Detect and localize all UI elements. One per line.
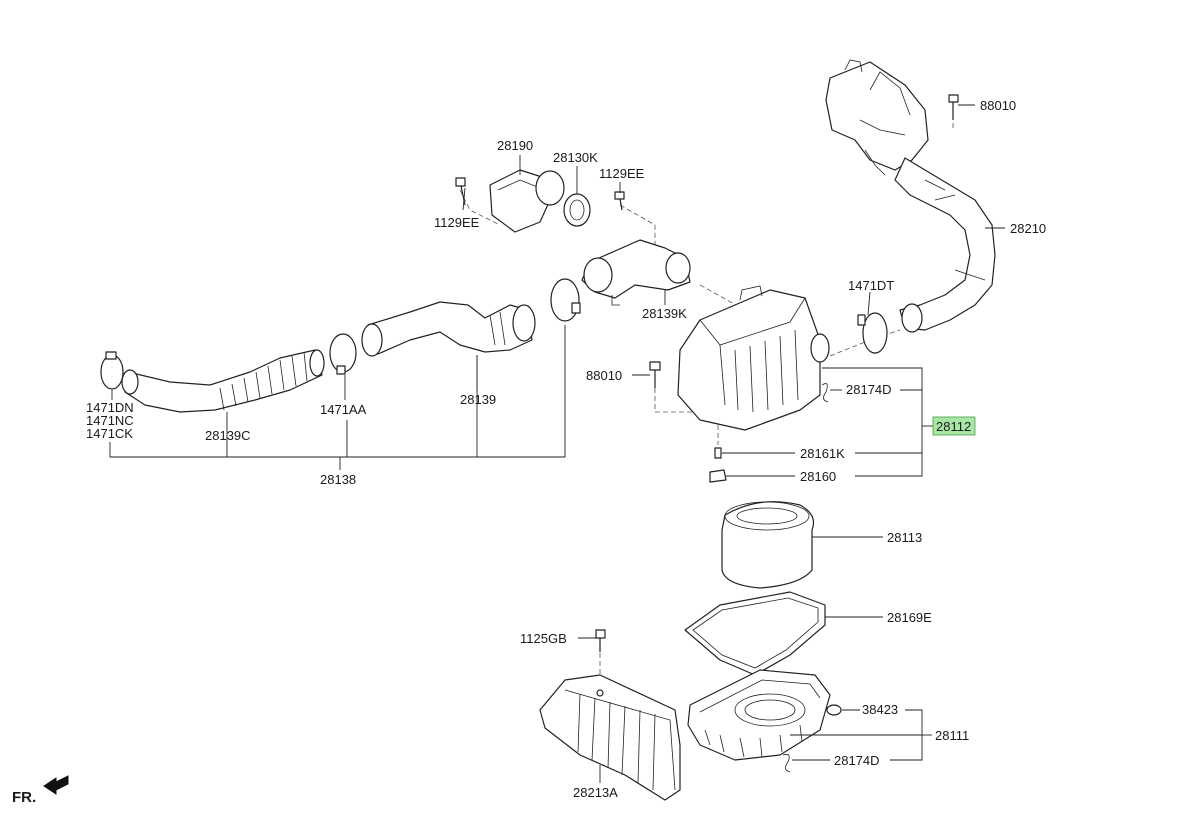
label-28139K[interactable]: 28139K [642, 306, 687, 321]
label-88010-top[interactable]: 88010 [980, 98, 1016, 113]
label-1471NC[interactable]: 1471NC [86, 413, 134, 428]
label-1471AA[interactable]: 1471AA [320, 402, 367, 417]
intake-hose-28139[interactable] [361, 301, 536, 357]
label-28169E[interactable]: 28169E [887, 610, 932, 625]
clamp-1471DN[interactable] [100, 351, 124, 390]
label-28112[interactable]: 28112 [936, 419, 971, 434]
clip-28174D-upper[interactable] [821, 383, 829, 403]
front-direction-label: FR. [12, 789, 36, 806]
label-1129EE-left[interactable]: 1129EE [434, 215, 480, 230]
clamp-1471-right-small[interactable] [550, 278, 581, 322]
part-labels: 88010 28210 28190 28130K 1129EE 1129EE 1… [86, 98, 1046, 800]
label-28111[interactable]: 28111 [935, 728, 969, 743]
bracket-28213A[interactable] [539, 674, 681, 801]
label-88010-side[interactable]: 88010 [586, 368, 622, 383]
label-28174D-lower[interactable]: 28174D [834, 753, 880, 768]
label-1471CK[interactable]: 1471CK [86, 426, 133, 441]
label-28160[interactable]: 28160 [800, 469, 836, 484]
label-28139[interactable]: 28139 [460, 392, 496, 407]
front-arrow-icon [43, 775, 69, 795]
bolt-1125GB[interactable] [595, 629, 606, 652]
label-1125GB[interactable]: 1125GB [520, 631, 567, 646]
sensor-28190-part[interactable] [489, 169, 565, 233]
filter-element-28113[interactable] [721, 501, 815, 589]
label-28113[interactable]: 28113 [887, 530, 922, 545]
clip-28174D-lower[interactable] [782, 753, 791, 773]
bolt-88010-side[interactable] [649, 361, 661, 388]
label-1471DT[interactable]: 1471DT [848, 278, 894, 293]
bolt-1129EE-right[interactable] [614, 191, 625, 211]
elbow-28139K-part[interactable] [581, 239, 691, 306]
label-1129EE-right[interactable]: 1129EE [599, 166, 645, 181]
label-28213A[interactable]: 28213A [573, 785, 618, 800]
resonator-duct-part[interactable] [825, 59, 996, 333]
bolt-1129EE-left[interactable] [455, 177, 466, 206]
label-28138[interactable]: 28138 [320, 472, 356, 487]
corrugated-hose-28139C[interactable] [121, 349, 325, 413]
label-28174D-upper[interactable]: 28174D [846, 382, 892, 397]
label-28190[interactable]: 28190 [497, 138, 533, 153]
clip-38423[interactable] [826, 704, 842, 716]
leader-lines [109, 104, 1005, 783]
air-cleaner-cover-28112[interactable] [677, 285, 830, 431]
clamp-1471DT[interactable] [857, 312, 888, 354]
bolt-88010-top[interactable] [948, 94, 959, 120]
gasket-28169E[interactable] [684, 591, 826, 676]
label-28210[interactable]: 28210 [1010, 221, 1046, 236]
clamp-1471AA[interactable] [329, 333, 357, 375]
grommet-28160[interactable] [709, 469, 727, 483]
pin-28161K[interactable] [714, 447, 722, 459]
label-28112-highlight [932, 416, 976, 436]
air-cleaner-lower-case-28111[interactable] [687, 669, 831, 761]
label-28130K[interactable]: 28130K [553, 150, 598, 165]
front-direction-marker: FR. [12, 775, 69, 806]
label-28139C[interactable]: 28139C [205, 428, 251, 443]
seal-ring-28130K[interactable] [563, 193, 591, 227]
label-38423[interactable]: 38423 [862, 702, 898, 717]
label-28161K[interactable]: 28161K [800, 446, 845, 461]
label-1471DN[interactable]: 1471DN [86, 400, 134, 415]
